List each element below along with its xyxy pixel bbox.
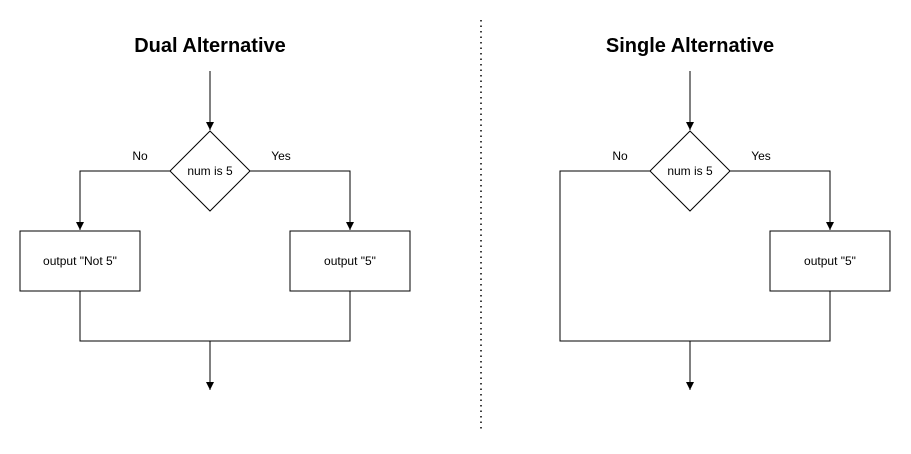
decision-label: num is 5 [667, 164, 713, 178]
dual-alternative-flowchart: Dual Alternative num is 5 No Yes output … [19, 35, 411, 390]
merge-connector [690, 291, 831, 342]
decision-label: num is 5 [187, 164, 233, 178]
decision-diamond [649, 130, 731, 212]
no-branch-arrow [76, 170, 170, 230]
no-branch-label: No [132, 149, 148, 163]
yes-branch-label: Yes [751, 149, 771, 163]
yes-branch-arrow [730, 170, 834, 230]
output-5-box [289, 230, 411, 292]
merge-connector [79, 291, 351, 342]
output-not-5-box [19, 230, 141, 292]
single-alternative-flowchart: Single Alternative num is 5 No Yes outpu… [559, 35, 891, 390]
output-5-label: output "5" [324, 254, 376, 268]
single-alternative-title: Single Alternative [606, 35, 774, 57]
output-5-box [769, 230, 891, 292]
output-not-5-label: output "Not 5" [43, 254, 117, 268]
no-branch-bypass [559, 170, 690, 342]
yes-branch-label: Yes [271, 149, 291, 163]
no-branch-label: No [612, 149, 628, 163]
decision-diamond [169, 130, 251, 212]
dual-alternative-title: Dual Alternative [134, 35, 286, 57]
output-5-label: output "5" [804, 254, 856, 268]
yes-branch-arrow [250, 170, 354, 230]
